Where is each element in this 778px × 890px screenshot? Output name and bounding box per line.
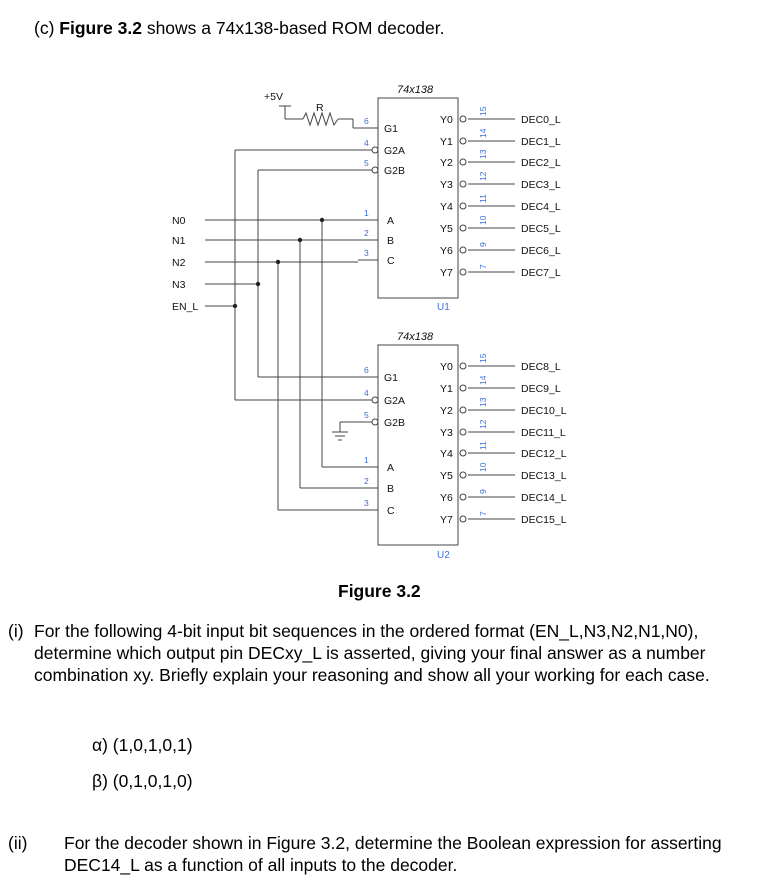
u1-pin-b-label: B bbox=[387, 235, 394, 247]
u1-pin-a-label: A bbox=[387, 215, 394, 227]
u2-pin-y6-number: 9 bbox=[478, 489, 488, 494]
option-alpha: α) (1,0,1,0,1) bbox=[92, 735, 193, 755]
question-2-label: (ii) bbox=[8, 833, 28, 853]
u2-pin-b-number: 2 bbox=[364, 476, 369, 486]
input-n3-label: N3 bbox=[172, 279, 186, 291]
u1-output-dec6-l-label: DEC6_L bbox=[521, 245, 561, 257]
input-enl-label: EN_L bbox=[172, 301, 198, 313]
u1-output-dec4-l-label: DEC4_L bbox=[521, 201, 561, 213]
u2-pin-g1-label: G1 bbox=[384, 372, 398, 384]
input-n1-label: N1 bbox=[172, 235, 186, 247]
u1-pin-g2b-number: 5 bbox=[364, 158, 369, 168]
u2-output-dec12-l-label: DEC12_L bbox=[521, 448, 567, 460]
u1-name: U1 bbox=[437, 302, 450, 313]
u2-output-dec8-l-label: DEC8_L bbox=[521, 361, 561, 373]
u2-pin-a-number: 1 bbox=[364, 455, 369, 465]
u2-pin-g2a-label: G2A bbox=[384, 395, 405, 407]
figure-caption: Figure 3.2 bbox=[338, 581, 421, 601]
u2-output-dec14-l-label: DEC14_L bbox=[521, 492, 567, 504]
u2-name: U2 bbox=[437, 550, 450, 561]
u1-output-dec5-l-label: DEC5_L bbox=[521, 223, 561, 235]
question-1-text: For the following 4-bit input bit sequen… bbox=[34, 621, 710, 685]
u1-pin-g2b-label: G2B bbox=[384, 165, 405, 177]
u2-pin-y5-number: 10 bbox=[478, 462, 488, 472]
u1-pin-y4-number: 11 bbox=[478, 194, 488, 203]
intro-prefix: (c) bbox=[34, 18, 60, 38]
u2-pin-b-label: B bbox=[387, 483, 394, 495]
u2-output-dec10-l-label: DEC10_L bbox=[521, 405, 567, 417]
u2-pin-a-label: A bbox=[387, 462, 394, 474]
u1-output-dec3-l-label: DEC3_L bbox=[521, 179, 561, 191]
rom-decoder-schematic: +5V R 74x138 74x138 U1 U2 N0 N1 N2 N3 EN… bbox=[172, 84, 567, 561]
u2-pin-y2-number: 13 bbox=[478, 397, 488, 407]
u1-output-dec0-l-label: DEC0_L bbox=[521, 114, 561, 126]
intro-rest: shows a 74x138-based ROM decoder. bbox=[141, 18, 445, 38]
u2-output-dec9-l-label: DEC9_L bbox=[521, 383, 561, 395]
u2-output-dec15-l-label: DEC15_L bbox=[521, 514, 567, 526]
resistor-label: R bbox=[316, 102, 324, 114]
u1-pin-y4-label: Y4 bbox=[440, 201, 453, 213]
u1-pin-y5-number: 10 bbox=[478, 215, 488, 225]
u2-pin-y1-label: Y1 bbox=[440, 383, 453, 395]
u1-pin-g1-label: G1 bbox=[384, 123, 398, 135]
u1-pin-y3-label: Y3 bbox=[440, 179, 453, 191]
u1-pin-g2a-number: 4 bbox=[364, 138, 369, 148]
u1-pin-y7-label: Y7 bbox=[440, 267, 453, 279]
u1-pin-y5-label: Y5 bbox=[440, 223, 453, 235]
question-1-label: (i) bbox=[8, 621, 24, 641]
u2-pin-y4-label: Y4 bbox=[440, 448, 453, 460]
u1-pin-y1-label: Y1 bbox=[440, 136, 453, 148]
u2-chip-type: 74x138 bbox=[397, 331, 434, 343]
u1-pin-b-number: 2 bbox=[364, 228, 369, 238]
u2-pin-g2b-number: 5 bbox=[364, 410, 369, 420]
u2-pin-y0-label: Y0 bbox=[440, 361, 453, 373]
u2-pin-g2b-label: G2B bbox=[384, 417, 405, 429]
u2-pin-y3-number: 12 bbox=[478, 419, 488, 429]
u1-output-dec2-l-label: DEC2_L bbox=[521, 157, 561, 169]
u1-pin-y3-number: 12 bbox=[478, 171, 488, 181]
u1-pin-y7-number: 7 bbox=[478, 264, 488, 269]
u2-pin-y5-label: Y5 bbox=[440, 470, 453, 482]
input-n2-label: N2 bbox=[172, 257, 186, 269]
intro-figure-ref: Figure 3.2 bbox=[59, 18, 142, 38]
u1-pin-c-number: 3 bbox=[364, 248, 369, 258]
u2-pin-y7-label: Y7 bbox=[440, 514, 453, 526]
u1-pin-y6-number: 9 bbox=[478, 242, 488, 247]
u1-pin-y2-number: 13 bbox=[478, 149, 488, 159]
u2-pin-y0-number: 15 bbox=[478, 353, 488, 363]
u2-pin-y2-label: Y2 bbox=[440, 405, 453, 417]
u1-pin-a-number: 1 bbox=[364, 208, 369, 218]
u1-pin-c-label: C bbox=[387, 255, 395, 267]
u2-pin-y4-number: 11 bbox=[478, 441, 488, 450]
u2-pin-y6-label: Y6 bbox=[440, 492, 453, 504]
u1-output-dec7-l-label: DEC7_L bbox=[521, 267, 561, 279]
u1-pin-y6-label: Y6 bbox=[440, 245, 453, 257]
u1-pin-y0-number: 15 bbox=[478, 106, 488, 116]
u1-pin-y2-label: Y2 bbox=[440, 157, 453, 169]
input-n0-label: N0 bbox=[172, 215, 186, 227]
option-beta: β) (0,1,0,1,0) bbox=[92, 771, 193, 791]
u2-pin-c-number: 3 bbox=[364, 498, 369, 508]
u2-pin-y3-label: Y3 bbox=[440, 427, 453, 439]
u2-pin-y1-number: 14 bbox=[478, 375, 488, 385]
u1-pin-g2a-label: G2A bbox=[384, 145, 405, 157]
u1-pin-g1-number: 6 bbox=[364, 116, 369, 126]
u2-pin-g2a-number: 4 bbox=[364, 388, 369, 398]
intro-line: (c) Figure 3.2 shows a 74x138-based ROM … bbox=[34, 17, 445, 39]
u1-chip-type: 74x138 bbox=[397, 84, 434, 96]
u1-output-dec1-l-label: DEC1_L bbox=[521, 136, 561, 148]
supply-label: +5V bbox=[264, 91, 283, 103]
u2-pin-g1-number: 6 bbox=[364, 365, 369, 375]
u1-pin-y1-number: 14 bbox=[478, 128, 488, 138]
u2-pin-y7-number: 7 bbox=[478, 511, 488, 516]
u1-pin-y0-label: Y0 bbox=[440, 114, 453, 126]
u2-pin-c-label: C bbox=[387, 505, 395, 517]
question-2-text: For the decoder shown in Figure 3.2, det… bbox=[64, 833, 722, 875]
u2-output-dec11-l-label: DEC11_L bbox=[521, 427, 566, 439]
u2-output-dec13-l-label: DEC13_L bbox=[521, 470, 567, 482]
